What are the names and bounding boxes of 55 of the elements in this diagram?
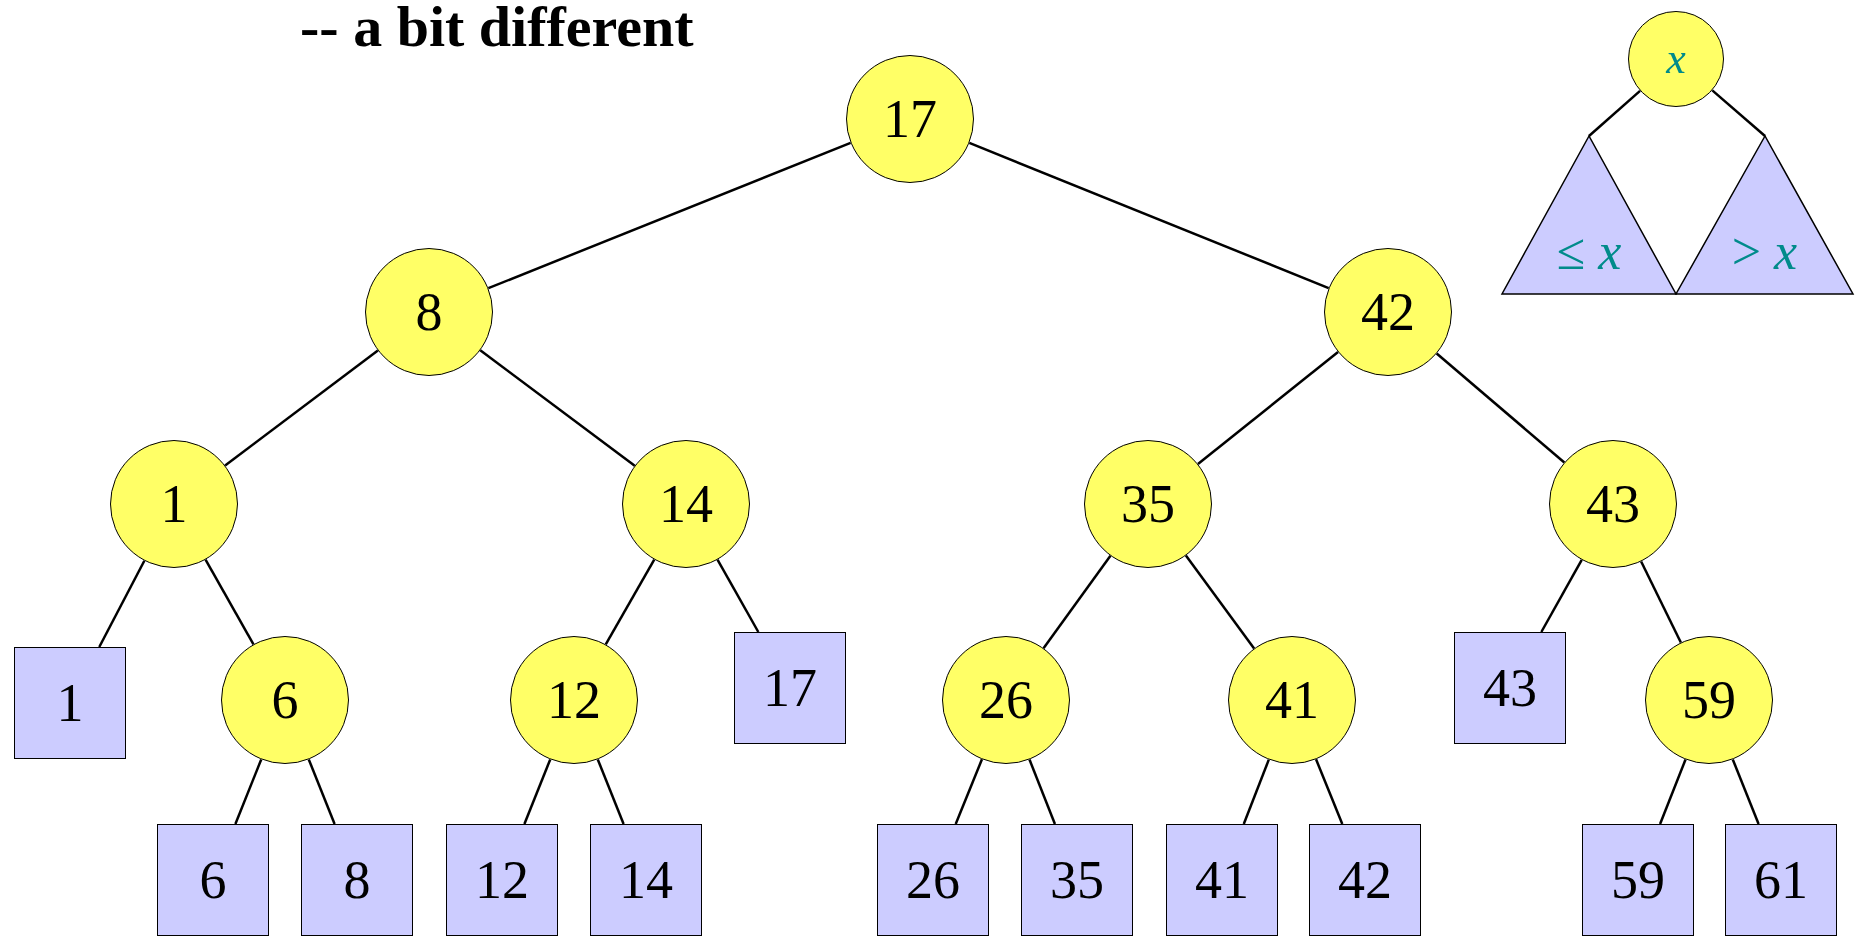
tree-edge [487, 141, 852, 290]
tree-edge [968, 141, 1330, 290]
tree-edge [1658, 759, 1687, 825]
leaf-square: 35 [1021, 824, 1133, 936]
subtree-triangle: ≤ x [1502, 136, 1676, 294]
tree-node-circle: 14 [622, 440, 750, 568]
leaf-square: 1 [14, 647, 126, 759]
tree-edge [1588, 89, 1641, 137]
leaf-square: 43 [1454, 632, 1566, 744]
tree-node-circle: 35 [1084, 440, 1212, 568]
tree-node-circle: 59 [1645, 636, 1773, 764]
tree-edge [234, 758, 263, 825]
leaf-square: 14 [590, 824, 702, 936]
tree-node-circle: 1 [110, 440, 238, 568]
tree-edge [204, 559, 255, 645]
tree-edge [954, 758, 984, 825]
tree-edge [596, 758, 625, 825]
leaf-square: 6 [157, 824, 269, 936]
tree-node-circle: 42 [1324, 248, 1452, 376]
tree-edge [604, 558, 656, 646]
tree-node-circle: 12 [510, 636, 638, 764]
title: -- a bit different [300, 0, 694, 58]
tree-node-circle: 17 [846, 55, 974, 183]
leaf-square: 26 [877, 824, 989, 936]
tree-edge [1184, 554, 1256, 650]
tree-edge [716, 559, 760, 633]
tree-edge [1242, 759, 1270, 825]
tree-edge [1540, 559, 1583, 633]
tree-node-circle: 6 [221, 636, 349, 764]
leaf-square: 59 [1582, 824, 1694, 936]
tree-edge [1435, 352, 1566, 464]
leaf-square: 42 [1309, 824, 1421, 936]
tree-node-circle: 43 [1549, 440, 1677, 568]
leaf-square: 12 [446, 824, 558, 936]
tree-edge [98, 560, 146, 648]
tree-edge [1711, 89, 1766, 137]
tree-edge [1042, 555, 1112, 649]
leaf-square: 61 [1725, 824, 1837, 936]
tree-edge [1731, 758, 1760, 825]
subtree-triangle: > x [1676, 136, 1853, 294]
tree-node-circle: 8 [365, 248, 493, 376]
tree-edge [1640, 560, 1682, 644]
tree-node-circle: x [1628, 11, 1724, 107]
leaf-square: 17 [734, 632, 846, 744]
tree-edge [1314, 758, 1344, 825]
tree-edge [224, 349, 379, 467]
tree-node-circle: 41 [1228, 636, 1356, 764]
tree-edge [479, 349, 636, 467]
tree-edge [307, 758, 336, 825]
leaf-square: 41 [1166, 824, 1278, 936]
tree-edge [1197, 351, 1339, 465]
tree-node-circle: 26 [942, 636, 1070, 764]
tree-edge [1028, 759, 1057, 825]
leaf-square: 8 [301, 824, 413, 936]
tree-edge [523, 758, 552, 825]
